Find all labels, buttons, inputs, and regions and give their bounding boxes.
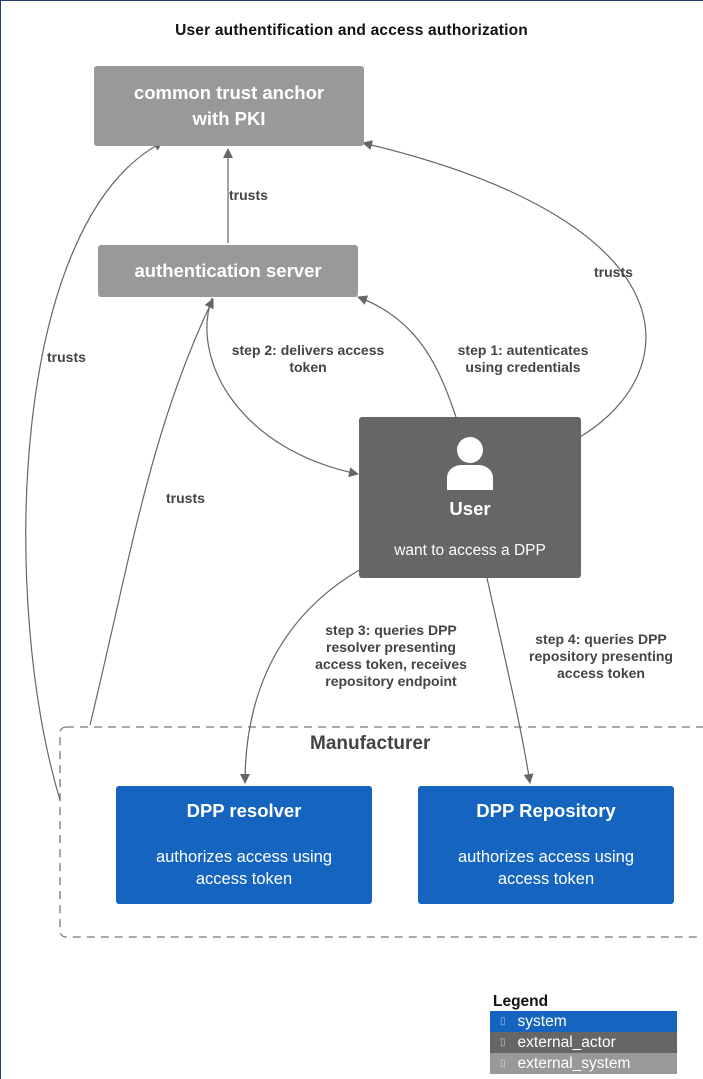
- edge-label-step4: step 4: queries DPP repository presentin…: [504, 631, 698, 682]
- diagram-title: User authentification and access authori…: [175, 22, 528, 39]
- manufacturer-boundary-label: Manufacturer: [310, 733, 431, 754]
- trust-anchor-node: common trust anchor with PKI: [94, 66, 364, 146]
- legend: Legend ▯ system ▯ external_actor ▯ exter…: [490, 993, 677, 1074]
- dpp-resolver-label: DPP resolver: [186, 800, 302, 821]
- edge-label-step4-line1: step 4: queries DPP: [535, 631, 667, 647]
- dpp-repository-node: DPP Repository authorizes access using a…: [418, 786, 674, 904]
- legend-item-system: ▯ system: [490, 1011, 677, 1032]
- edge-step2: [206, 297, 359, 478]
- legend-item-label: external_actor: [517, 1033, 616, 1051]
- legend-item-external-system: ▯ external_system: [490, 1053, 677, 1074]
- edge-label-step1-line1: step 1: autenticates: [457, 342, 589, 358]
- dpp-resolver-description-line2: access token: [195, 870, 293, 888]
- edge-label-step3-line3: access token, receives: [315, 656, 467, 672]
- edge-label-step4-line3: access token: [557, 665, 645, 681]
- edge-resolver-trusts-anchor: [25, 141, 164, 801]
- edge-label-auth-trusts-anchor: trusts: [229, 187, 268, 203]
- dpp-resolver-node: DPP resolver authorizes access using acc…: [116, 786, 372, 904]
- legend-marker-icon: ▯: [500, 1037, 506, 1048]
- edge-label-step3-line2: resolver presenting: [326, 639, 456, 655]
- dpp-repository-description-line2: access token: [497, 870, 595, 888]
- user-description: want to access a DPP: [394, 541, 546, 559]
- edge-label-step1: step 1: autenticates using credentials: [436, 342, 610, 376]
- legend-item-external-actor: ▯ external_actor: [490, 1032, 677, 1053]
- edge-label-step2-line1: step 2: delivers access: [231, 342, 385, 358]
- auth-server-node: authentication server: [98, 245, 358, 297]
- legend-item-label: system: [517, 1012, 567, 1030]
- user-node: User want to access a DPP: [359, 417, 581, 578]
- edge-label-step2-line2: token: [289, 359, 327, 375]
- trust-anchor-label-line2: with PKI: [192, 108, 266, 129]
- manufacturer-boundary: [59, 726, 703, 938]
- dpp-resolver-description-line1: authorizes access using: [155, 848, 333, 866]
- dpp-repository-description-line1: authorizes access using: [457, 848, 635, 866]
- dpp-repository-label: DPP Repository: [476, 800, 616, 821]
- edge-label-step4-line2: repository presenting: [529, 648, 673, 664]
- edge-step4: [486, 577, 534, 784]
- edge-label-step3-line4: repository endpoint: [325, 673, 457, 689]
- user-label: User: [449, 497, 491, 519]
- edge-label-resolver-trusts-anchor: trusts: [47, 349, 86, 365]
- legend-title: Legend: [493, 993, 549, 1010]
- edge-label-resolver-trusts-auth: trusts: [166, 490, 205, 506]
- legend-marker-icon: ▯: [500, 1016, 506, 1027]
- edge-label-step3: step 3: queries DPP resolver presenting …: [296, 622, 486, 690]
- edge-resolver-trusts-auth: [89, 298, 214, 726]
- trust-anchor-label-line1: common trust anchor: [133, 82, 325, 103]
- edge-step3: [240, 568, 362, 784]
- legend-item-label: external_system: [517, 1054, 631, 1072]
- edge-step1: [357, 295, 457, 418]
- edge-user-trusts-anchor: [362, 140, 647, 438]
- user-icon: [447, 436, 493, 490]
- edge-label-step1-line2: using credentials: [465, 359, 581, 375]
- edge-label-user-trusts-anchor: trusts: [594, 264, 633, 280]
- edge-label-step2: step 2: delivers access token: [210, 342, 406, 376]
- legend-marker-icon: ▯: [500, 1058, 506, 1069]
- edge-label-step3-line1: step 3: queries DPP: [325, 622, 457, 638]
- auth-server-label: authentication server: [134, 260, 322, 281]
